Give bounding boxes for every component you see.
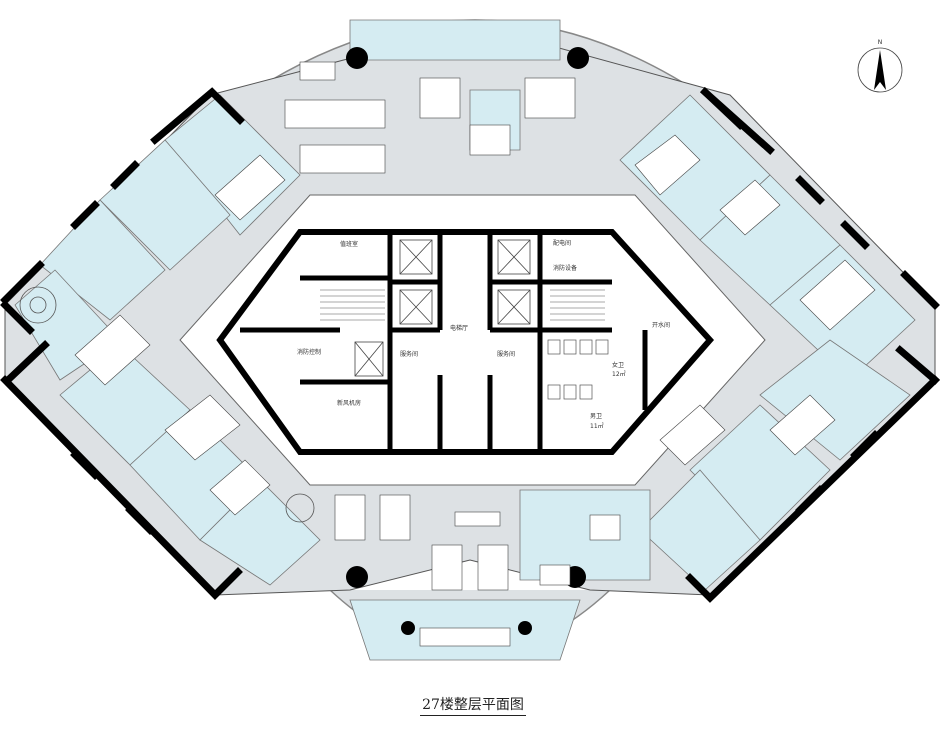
label-male-wc: 男卫: [590, 413, 602, 420]
label-service-left: 服务间: [400, 350, 418, 358]
label-service-right: 服务间: [497, 350, 515, 358]
label-female-wc: 女卫: [612, 361, 624, 369]
north-label: N: [878, 39, 883, 46]
label-female-area: 12㎡: [612, 370, 626, 378]
label-male-area: 11㎡: [590, 422, 604, 430]
label-electrical: 配电间: [553, 239, 571, 247]
desks-wings: [74, 134, 876, 516]
core-walls: [216, 229, 715, 455]
plan-title-block: 27楼整层平面图: [0, 694, 946, 716]
desks-north: [284, 61, 576, 174]
label-fire-equip: 消防设备: [553, 264, 577, 272]
plan-title: 27楼整层平面图: [420, 697, 526, 716]
stairs: [320, 289, 605, 321]
north-arrow: N: [857, 39, 903, 93]
label-fire-control: 消防控制: [297, 348, 321, 356]
toilet-stalls: [547, 339, 609, 400]
exterior-walls: [0, 87, 940, 603]
elevator-shafts: [354, 239, 531, 377]
meeting-pods: [19, 286, 315, 523]
label-water: 开水间: [652, 321, 670, 329]
label-duty: 值班室: [340, 240, 358, 248]
core-partitions: [240, 232, 648, 452]
desks-south: [334, 494, 621, 647]
label-fresh-air: 新风机房: [337, 399, 361, 407]
label-elevator-hall: 电梯厅: [450, 324, 468, 332]
